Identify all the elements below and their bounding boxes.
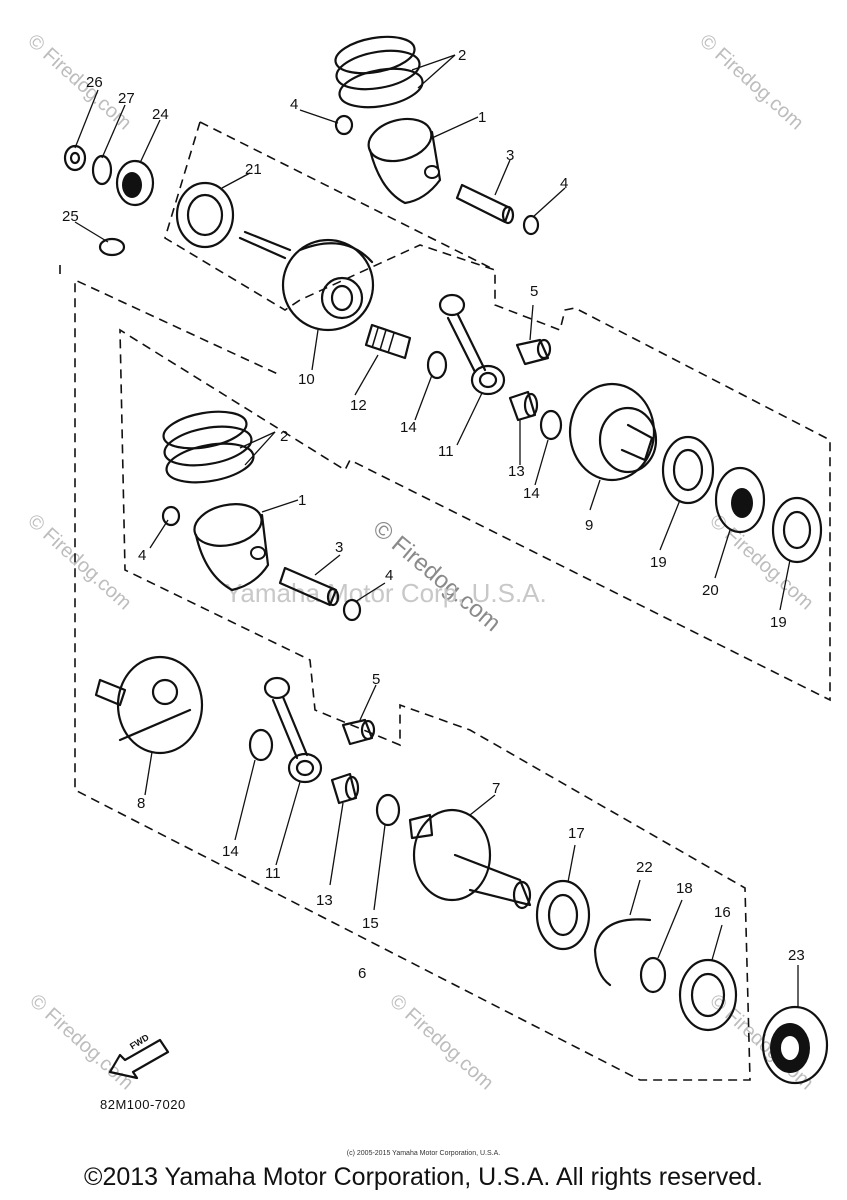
- callout-6: 6: [358, 965, 366, 982]
- callout-11-top: 11: [438, 443, 454, 460]
- callout-23: 23: [788, 947, 805, 964]
- bearing-top: [508, 390, 539, 422]
- circlip-mid-right: [342, 598, 362, 622]
- callout-16: 16: [714, 904, 731, 921]
- callout-4-mid-left: 4: [138, 547, 146, 564]
- ball-bearing-center: [661, 435, 715, 505]
- callout-18: 18: [676, 880, 693, 897]
- ball-bearing-right: [771, 496, 823, 564]
- circlip-mid-left: [161, 505, 181, 527]
- crank-pin: [364, 323, 412, 360]
- piston-ring-top: [334, 35, 424, 109]
- crank-web-left: [238, 230, 375, 332]
- callout-4-mid-right: 4: [385, 567, 393, 584]
- forward-arrow-icon: [108, 1038, 170, 1080]
- callout-8: 8: [137, 795, 145, 812]
- callout-numbers: 2 1 4 3 4 26 27 24 21 25 10 12 14 11 5 1…: [62, 47, 805, 982]
- callout-20: 20: [702, 582, 719, 599]
- callout-17: 17: [568, 825, 585, 842]
- callout-2-mid: 2: [280, 428, 288, 445]
- thrust-washer-lower-right: [375, 793, 401, 827]
- crank-web-right: [568, 382, 658, 482]
- piston-mid: [193, 503, 270, 592]
- crank-web-lower-left: [94, 655, 204, 755]
- callout-12: 12: [350, 397, 367, 414]
- callout-14-top-left: 14: [400, 419, 417, 436]
- callout-19-right: 19: [770, 614, 787, 631]
- connecting-rod-top: [438, 293, 506, 396]
- callout-24: 24: [152, 106, 169, 123]
- bearing-lower: [330, 772, 360, 805]
- callout-19-center: 19: [650, 554, 667, 571]
- callout-26: 26: [86, 74, 103, 91]
- footer-small-copyright: (c) 2005-2015 Yamaha Motor Corporation, …: [346, 1150, 501, 1157]
- oil-seal-left-stack: [63, 144, 235, 257]
- circlip-top-left: [334, 114, 354, 136]
- footer-copyright: ©2013 Yamaha Motor Corporation, U.S.A. A…: [84, 1163, 763, 1191]
- needle-bearing-top: [515, 338, 552, 366]
- callout-2-top: 2: [458, 47, 466, 64]
- callout-10: 10: [298, 371, 315, 388]
- callout-4-top-left: 4: [290, 96, 298, 113]
- callout-14-top-right: 14: [523, 485, 540, 502]
- circlip-top-right: [522, 214, 540, 236]
- ball-bearing-lower: [535, 879, 591, 951]
- callout-5-mid: 5: [372, 671, 380, 688]
- callout-14-lower: 14: [222, 843, 239, 860]
- watermark-center-sub: Yamaha Motor Corp, U.S.A.: [225, 578, 547, 608]
- ball-bearing-lower-right: [678, 958, 738, 1032]
- assembly-outline-dashes: [59, 121, 831, 1081]
- callout-11-lower: 11: [265, 865, 281, 882]
- circlip-large: [593, 918, 652, 987]
- piston-pin-mid: [278, 566, 340, 607]
- callout-7: 7: [492, 780, 500, 797]
- callout-25: 25: [62, 208, 79, 225]
- callout-4-top-right: 4: [560, 175, 568, 192]
- callout-9: 9: [585, 517, 593, 534]
- connecting-rod-lower: [263, 676, 323, 784]
- callout-3-top: 3: [506, 147, 514, 164]
- thrust-washer-top-right: [539, 409, 563, 441]
- piston-top: [367, 117, 442, 205]
- callout-13-top: 13: [508, 463, 525, 480]
- leader-lines: [74, 54, 799, 1007]
- callout-1-top: 1: [478, 109, 486, 126]
- callout-5-top: 5: [530, 283, 538, 300]
- callout-1-mid: 1: [298, 492, 306, 509]
- needle-bearing-lower: [341, 718, 376, 746]
- washer-lower: [639, 956, 667, 994]
- thrust-washer-lower-left: [248, 728, 274, 762]
- crank-web-lower-right: [408, 808, 532, 910]
- callout-13-lower: 13: [316, 892, 333, 909]
- oil-seal-lower-right: [761, 1005, 829, 1085]
- callout-3-mid: 3: [335, 539, 343, 556]
- callout-15: 15: [362, 915, 379, 932]
- piston-pin-top: [455, 183, 515, 225]
- callout-22: 22: [636, 859, 653, 876]
- callout-21: 21: [245, 161, 262, 178]
- callout-27: 27: [118, 90, 135, 107]
- drawing-code: 82M100-7020: [100, 1097, 186, 1112]
- center-seal: [714, 466, 766, 534]
- thrust-washer-top-left: [426, 350, 448, 380]
